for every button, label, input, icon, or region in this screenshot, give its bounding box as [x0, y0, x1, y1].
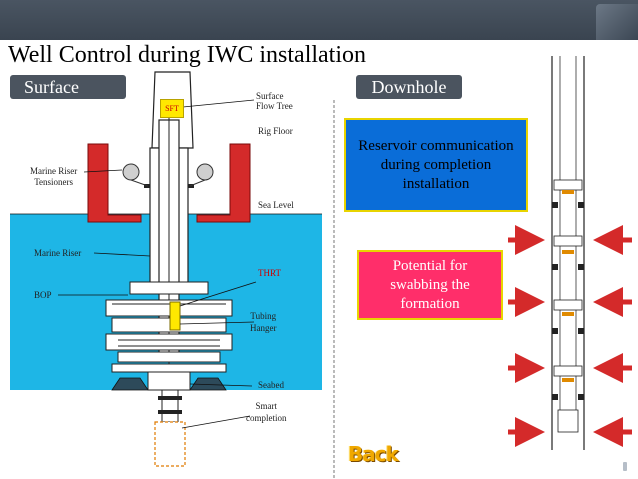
- thrt-label: THRT: [258, 268, 281, 278]
- leader-lines: [58, 99, 257, 429]
- seabed-label: Seabed: [258, 380, 284, 390]
- tensioner-left: [87, 143, 142, 223]
- sft-label: SFT: [160, 99, 184, 118]
- inflow-arrows: [508, 225, 632, 447]
- downhole-tab: Downhole: [356, 75, 462, 99]
- smart-completion-outline: [154, 421, 186, 467]
- completion-upper: [161, 389, 179, 423]
- rig-floor-label: Rig Floor: [258, 126, 293, 136]
- completion-components: [553, 179, 583, 433]
- header-corner-decoration: [596, 4, 638, 40]
- downhole-diagram: [508, 56, 632, 450]
- bop-stack: [105, 281, 233, 373]
- tensioner-sheave-right: [196, 163, 214, 181]
- tubing-hanger: [169, 301, 181, 331]
- bop-label: BOP: [34, 290, 52, 300]
- slide-indicator: [623, 462, 627, 471]
- reservoir-communication-box: Reservoir communication during completio…: [344, 118, 528, 212]
- tensioner-sheave-left: [122, 163, 140, 181]
- swabbing-potential-box: Potential for swabbing the formation: [357, 250, 503, 320]
- slide-title: Well Control during IWC installation: [8, 42, 367, 68]
- back-button[interactable]: Back: [348, 442, 399, 466]
- slide-header-bar: [0, 0, 638, 40]
- packer-elements: [552, 202, 584, 400]
- wellhead: [147, 371, 191, 391]
- sea-level-label: Sea Level: [258, 200, 294, 210]
- wellhead-base: [111, 377, 227, 391]
- marine-riser-label: Marine Riser: [34, 248, 82, 258]
- valve-markers: [562, 190, 574, 382]
- surface-tab: Surface: [10, 75, 126, 99]
- tensioner-right: [196, 143, 251, 223]
